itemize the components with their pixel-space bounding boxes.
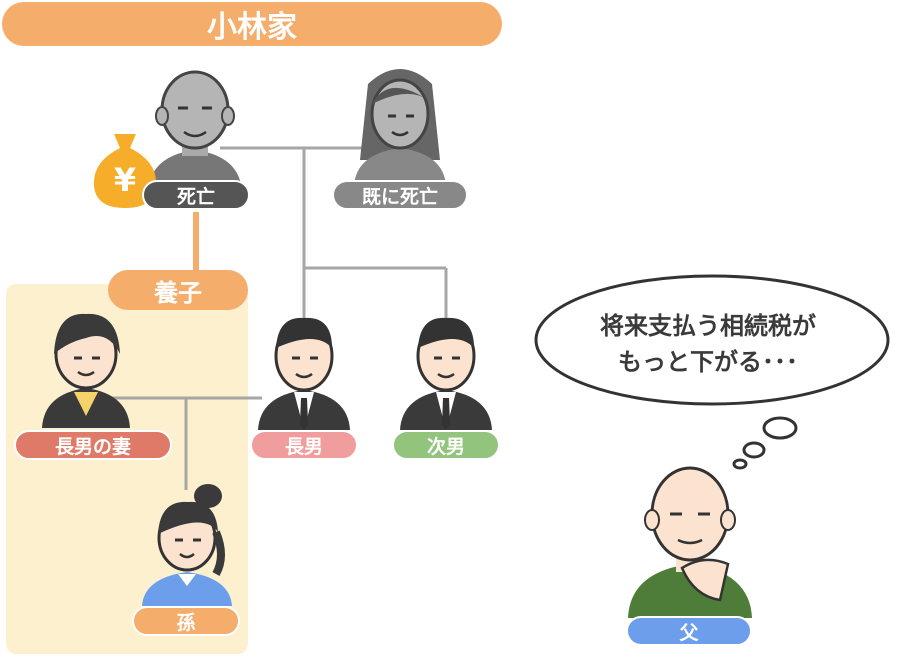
thought-bubble [534, 274, 890, 470]
grandmother-label: 既に死亡 [332, 180, 468, 210]
second-son-figure [400, 317, 492, 430]
grandchild-figure [142, 484, 232, 606]
thought-text: 将来支払う相続税が もっと下がる･･･ [548, 308, 868, 380]
thought-line-1: 将来支払う相続税が [600, 312, 816, 340]
grandchild-label: 孫 [132, 606, 240, 636]
eldest-son-figure [258, 317, 350, 430]
father-label: 父 [626, 616, 752, 646]
yen-symbol: ¥ [114, 161, 136, 199]
father-figure [628, 466, 752, 618]
money-bag-icon: ¥ [93, 134, 157, 208]
wife-label: 長男の妻 [14, 430, 172, 460]
family-title-bar: 小林家 [2, 2, 502, 46]
eldest-son-label: 長男 [250, 430, 358, 460]
thought-line-2: もっと下がる･･･ [618, 348, 798, 376]
grandmother-figure [354, 69, 446, 186]
wife-figure [42, 313, 130, 428]
second-son-label: 次男 [392, 430, 500, 460]
adopted-label: 養子 [108, 270, 248, 310]
grandfather-label: 死亡 [142, 180, 250, 210]
